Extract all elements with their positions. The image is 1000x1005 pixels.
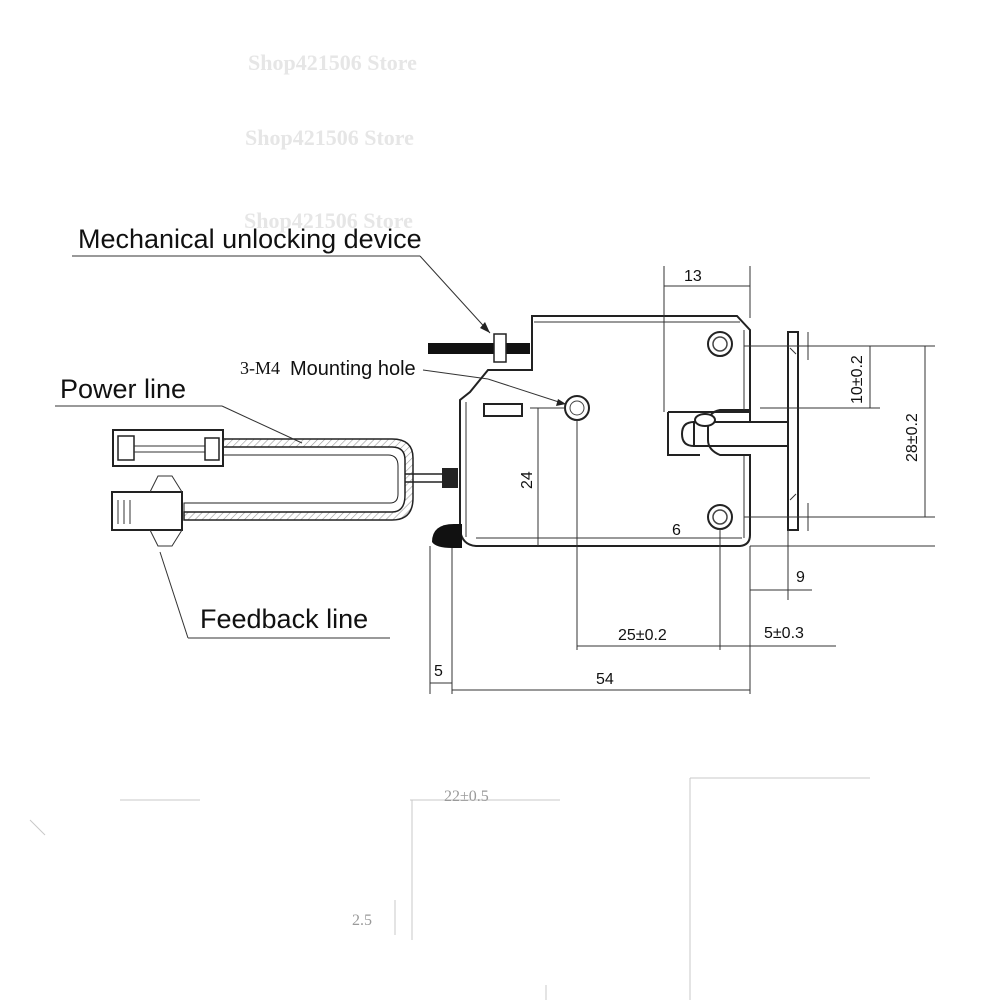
dim-label-24: 24	[519, 471, 536, 489]
label-mechanical-unlocking-device: Mechanical unlocking device	[78, 224, 422, 254]
strike-plate	[787, 331, 799, 531]
dim-label-28: 28±0.2	[904, 413, 921, 462]
leader-mechanical-unlocking	[72, 255, 491, 334]
label-power-line: Power line	[60, 374, 186, 404]
feedback-connector	[111, 475, 183, 547]
dim-label-10: 10±0.2	[849, 355, 866, 404]
dim-label-13: 13	[684, 268, 702, 285]
dim-5	[429, 546, 453, 694]
label-mounting-hole: Mounting hole	[290, 358, 416, 380]
leader-mounting-hole	[422, 369, 566, 406]
watermark-1: Shop421506 Store	[248, 50, 417, 75]
dim-label-25: 25±0.2	[618, 627, 667, 644]
faint-lower-drawing	[29, 777, 870, 1000]
lock-body	[432, 315, 751, 548]
label-feedback-line: Feedback line	[200, 604, 368, 634]
dim-9	[749, 530, 935, 694]
label-mounting-prefix: 3-M4	[240, 358, 280, 378]
dim-13	[663, 266, 751, 412]
lock-bolt	[667, 411, 789, 456]
dim-6	[687, 529, 721, 650]
mechanical-unlock-rod	[428, 333, 530, 363]
dim-label-9: 9	[796, 569, 805, 586]
dim-24	[530, 407, 578, 650]
faint-label-2-5: 2.5	[352, 912, 372, 929]
watermark-3: Shop421506 Store	[244, 208, 413, 233]
cable-harness	[183, 438, 458, 521]
leader-power-line	[55, 405, 303, 444]
dim-label-5-03: 5±0.3	[764, 625, 804, 642]
dim-28	[744, 345, 935, 531]
dim-label-6: 6	[672, 522, 681, 539]
leader-feedback-line	[159, 551, 390, 639]
dim-label-54: 54	[596, 671, 614, 688]
power-connector	[112, 429, 224, 467]
faint-label-22: 22±0.5	[444, 788, 489, 805]
dim-label-5: 5	[434, 663, 443, 680]
dim-10	[744, 332, 880, 409]
watermark-2: Shop421506 Store	[245, 125, 414, 150]
